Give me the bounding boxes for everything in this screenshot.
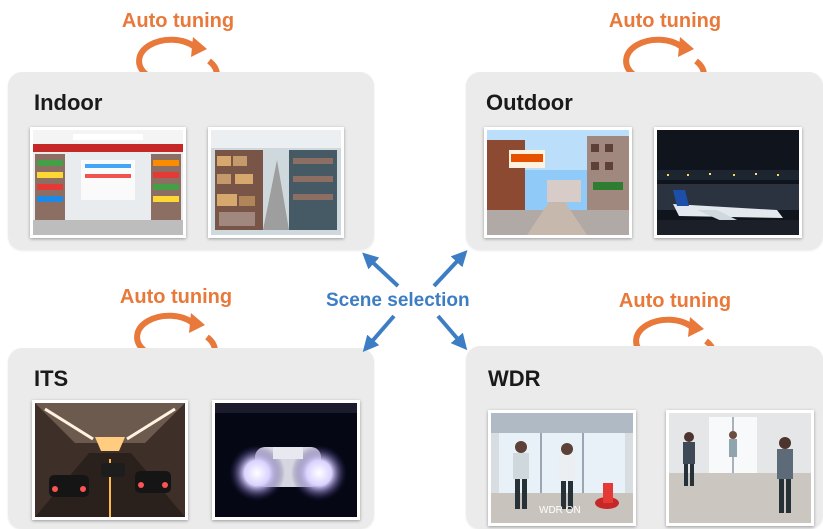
outdoor-panel: Outdoor [466, 72, 823, 250]
supermarket-photo [30, 127, 186, 238]
auto-tuning-label: Auto tuning [121, 10, 235, 32]
headlight-car-photo [212, 400, 360, 520]
wdr-on-caption: WDR ON [539, 505, 581, 516]
warehouse-photo [208, 127, 344, 238]
arrow-to-outdoor [432, 250, 468, 288]
arrow-to-its [362, 314, 396, 353]
arrow-to-indoor [362, 252, 400, 288]
auto-tuning-label: Auto tuning [119, 286, 233, 308]
auto-tuning-label: Auto tuning [618, 290, 732, 312]
auto-tuning-label: Auto tuning [608, 10, 722, 32]
panel-title: Outdoor [486, 90, 573, 115]
scene-selection-label: Scene selection [326, 290, 470, 311]
panel-title: WDR [488, 366, 541, 391]
wdr-panel: WDR WDR ON [466, 346, 823, 529]
panel-title: Indoor [34, 90, 103, 115]
arrow-to-wdr [436, 314, 468, 351]
airport-night-photo [654, 127, 802, 238]
panel-title: ITS [34, 366, 69, 391]
tunnel-traffic-photo [32, 400, 188, 520]
its-panel: ITS [8, 348, 374, 529]
wdr-entrance-photo-2 [666, 410, 814, 526]
wdr-on-entrance-photo: WDR ON [488, 410, 636, 526]
street-photo [484, 127, 632, 238]
indoor-panel: Indoor [8, 72, 374, 250]
